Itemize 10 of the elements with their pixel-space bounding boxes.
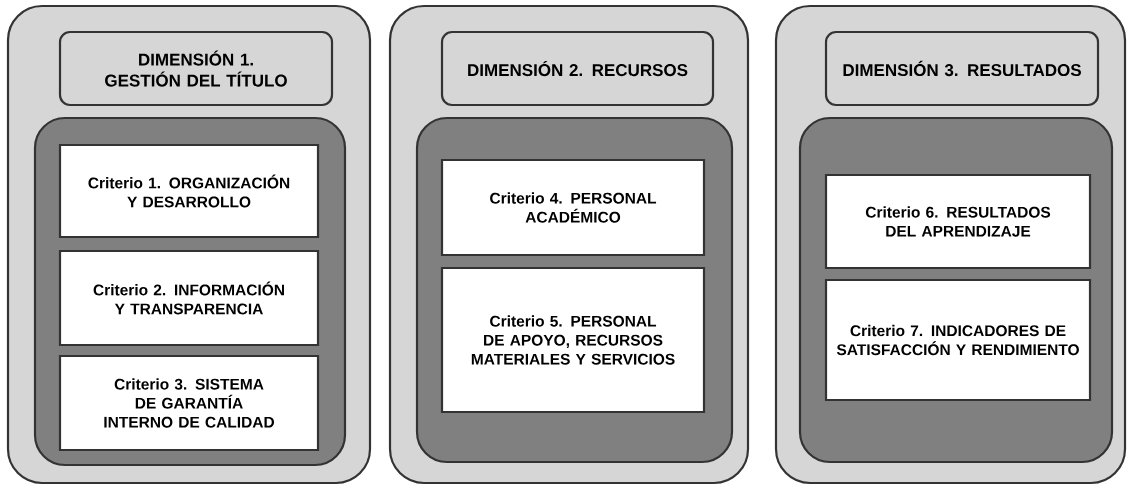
dimension-header: DIMENSIÓN 2. RECURSOS xyxy=(440,30,715,107)
criterion-box: Criterio 4. PERSONAL ACADÉMICO xyxy=(440,158,706,257)
criterion-box: Criterio 5. PERSONAL DE APOYO, RECURSOS MATERIALES Y SERVICIOS xyxy=(440,266,706,414)
criterion-box: Criterio 2. INFORMACIÓN Y TRANSPARENCIA xyxy=(58,249,320,347)
dimension-header: DIMENSIÓN 3. RESULTADOS xyxy=(824,30,1100,107)
criterion-box: Criterio 3. SISTEMA DE GARANTÍA INTERNO DE CALIDAD xyxy=(58,354,320,452)
dimension-header: DIMENSIÓN 1. GESTIÓN DEL TÍTULO xyxy=(58,30,334,107)
criterion-box: Criterio 7. INDICADORES DE SATISFACCIÓN Y RENDIMIENTO xyxy=(824,278,1092,402)
criterion-box: Criterio 6. RESULTADOS DEL APRENDIZAJE xyxy=(824,173,1092,270)
criterion-box: Criterio 1. ORGANIZACIÓN Y DESARROLLO xyxy=(58,143,320,239)
